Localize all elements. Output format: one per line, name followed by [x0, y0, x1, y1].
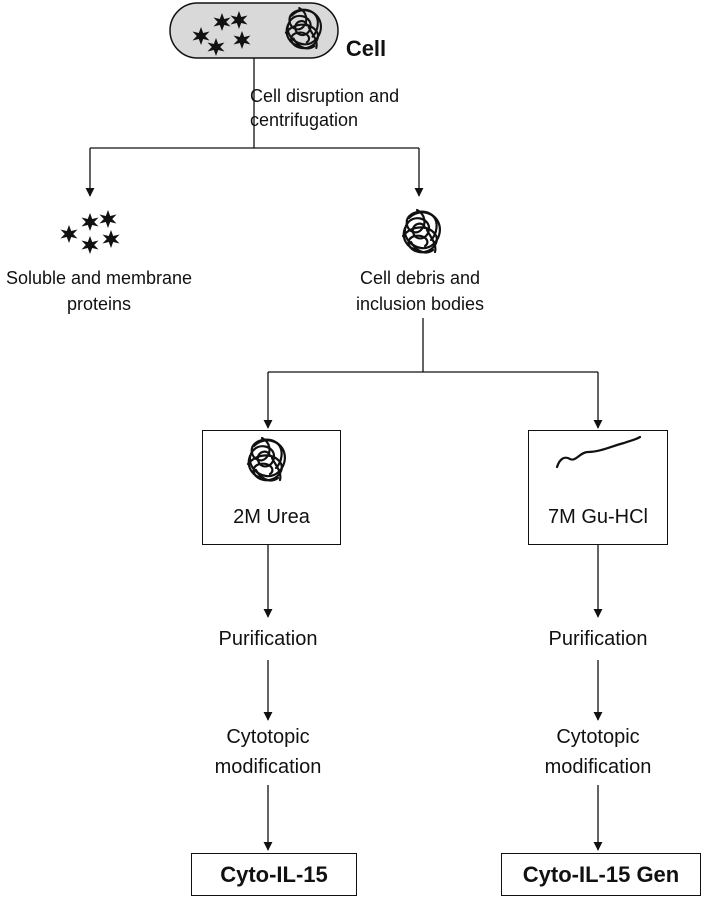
product-box-left: [191, 853, 357, 896]
step-disruption-line1: Cell disruption and: [250, 86, 400, 106]
cell-illustration: [169, 2, 339, 59]
soluble-proteins-label-line2: proteins: [66, 294, 132, 314]
cell-label: Cell: [345, 36, 387, 61]
protein-star-icon: [99, 210, 117, 228]
inclusion-body-icon: [401, 208, 441, 254]
soluble-proteins-label-line1: Soluble and membrane: [5, 268, 193, 288]
modification-left-line1: Cytotopic: [226, 726, 310, 748]
inclusion-bodies-label-line2: inclusion bodies: [355, 294, 485, 314]
protein-star-icon: [81, 213, 99, 231]
connector-lines: [85, 58, 603, 851]
inclusion-bodies-label-line1: Cell debris and: [359, 268, 481, 288]
protein-star-icon: [102, 230, 120, 248]
product-box-right: [501, 853, 701, 896]
urea-box: [202, 430, 341, 545]
product-left-label: Cyto-IL-15: [220, 862, 328, 887]
purification-left: Purification: [218, 628, 318, 650]
protein-star-icon: [81, 236, 99, 254]
guhcl-label: 7M Gu-HCl: [547, 506, 648, 528]
modification-left-line2: modification: [214, 756, 322, 778]
modification-right-line1: Cytotopic: [556, 726, 640, 748]
modification-right-line2: modification: [544, 756, 652, 778]
purification-right: Purification: [548, 628, 648, 650]
protein-star-icon: [60, 225, 78, 243]
step-disruption-line2: centrifugation: [250, 110, 359, 130]
guhcl-box: [528, 430, 668, 545]
product-right-label: Cyto-IL-15 Gen: [522, 862, 680, 887]
unfolded-protein-icon: [555, 435, 642, 469]
soluble-proteins-illustration: [60, 210, 120, 254]
urea-label: 2M Urea: [233, 506, 310, 528]
